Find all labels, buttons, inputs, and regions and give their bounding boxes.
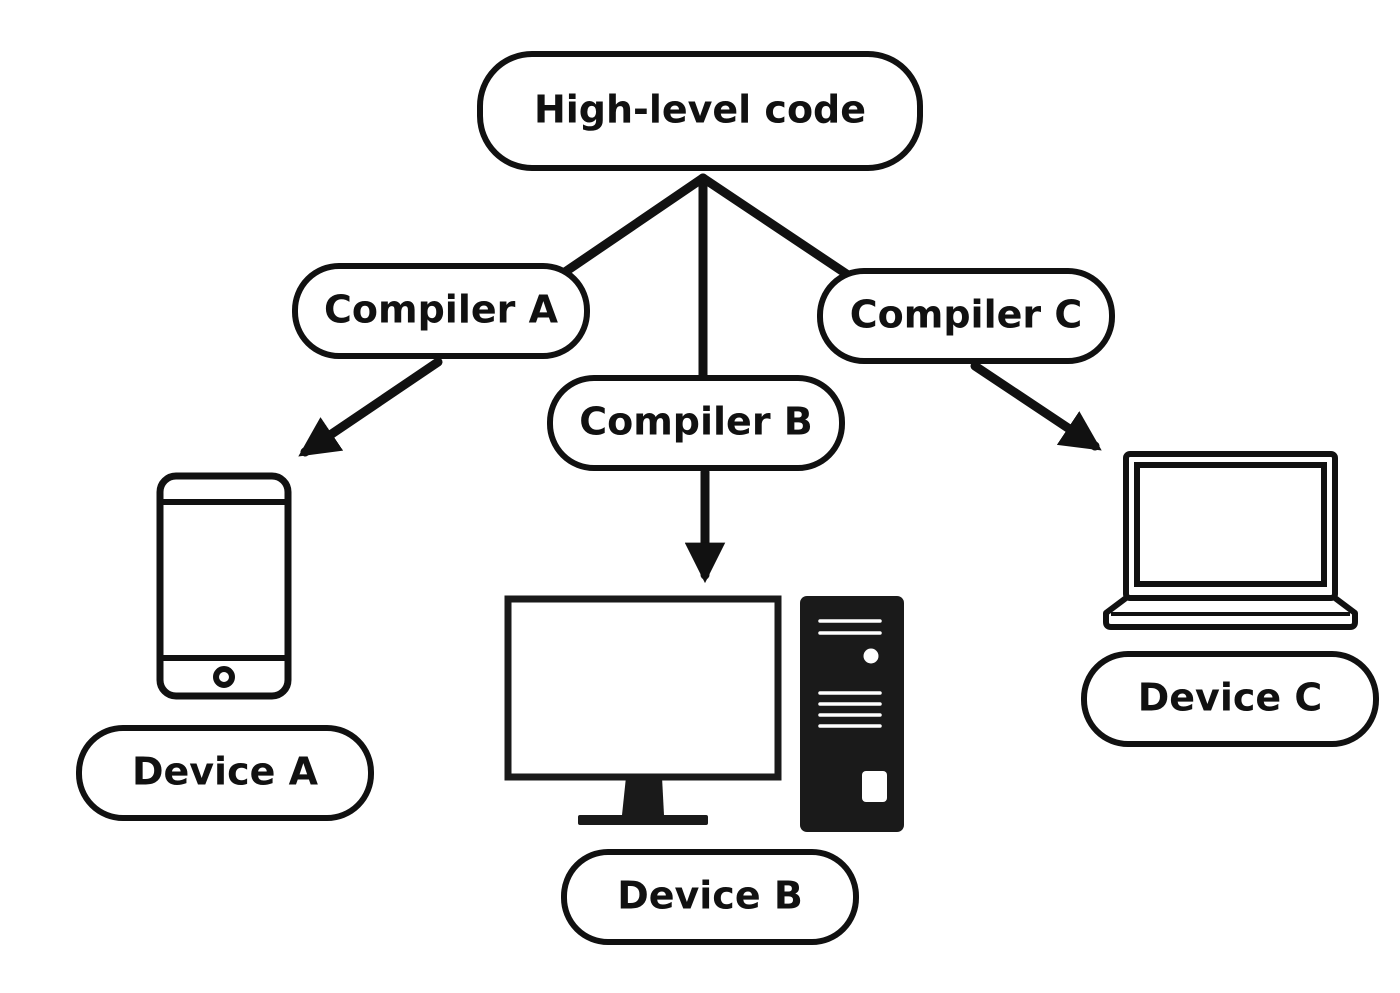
device-b-node: Device B [561, 849, 859, 945]
compiler-c-label: Compiler C [850, 293, 1082, 337]
laptop-icon [1103, 451, 1358, 630]
device-a-label: Device A [132, 750, 319, 794]
device-a-node: Device A [76, 725, 374, 821]
arrow-compiler-a-to-device-a [298, 357, 443, 457]
edge-root-to-compiler-a [560, 173, 708, 277]
arrow-compiler-c-to-device-c [970, 361, 1102, 451]
compiler-a-node: Compiler A [292, 263, 590, 359]
compiler-b-label: Compiler B [579, 400, 813, 444]
compiler-b-node: Compiler B [547, 375, 845, 471]
device-c-label: Device C [1138, 676, 1323, 720]
edge-root-to-compiler-c [698, 173, 853, 280]
root-node-label: High-level code [534, 88, 866, 132]
desktop-computer-icon [504, 595, 904, 832]
smartphone-icon [156, 472, 292, 700]
device-b-label: Device B [617, 874, 803, 918]
device-c-node: Device C [1081, 651, 1379, 747]
edges [298, 173, 1102, 584]
compiler-a-label: Compiler A [324, 288, 559, 332]
compiler-c-node: Compiler C [817, 268, 1115, 364]
root-node: High-level code [477, 51, 923, 171]
